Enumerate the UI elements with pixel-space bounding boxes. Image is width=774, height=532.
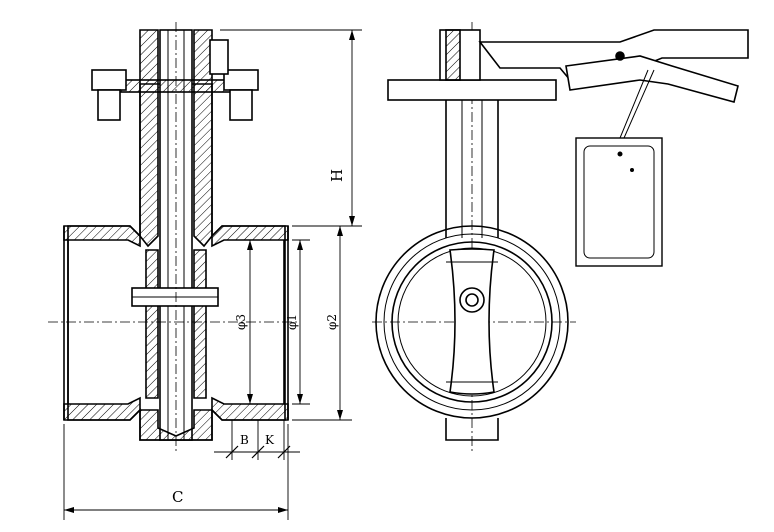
neck-left-wall xyxy=(139,29,159,248)
dim-label-b: B xyxy=(240,433,249,447)
body-top-wall xyxy=(63,225,141,248)
dimension-arrows xyxy=(64,30,355,513)
bolt-left-nut xyxy=(97,89,121,121)
tag-hole xyxy=(617,151,623,157)
dim-label-k: K xyxy=(265,433,275,447)
tag-plate xyxy=(575,137,663,267)
dimension-ticks xyxy=(225,445,291,459)
lever-pivot xyxy=(615,51,625,61)
tag-plate-inner xyxy=(583,145,655,259)
end-view-top-flange xyxy=(387,79,557,101)
disc-hub xyxy=(459,287,485,313)
tag-dot xyxy=(630,168,634,172)
body-outer-ring xyxy=(375,225,569,419)
disc-face xyxy=(449,248,495,395)
centerlines xyxy=(48,22,576,452)
dim-label-c: C xyxy=(172,488,183,506)
dim-label-phi3: φ3 xyxy=(234,314,248,330)
end-view-neck xyxy=(445,100,499,238)
dim-label-phi2: φ2 xyxy=(325,314,339,330)
bolt-right-nut xyxy=(229,89,253,121)
dim-label-phi1: φ1 xyxy=(285,314,299,330)
disc-hub-inner xyxy=(465,293,479,307)
body-seat-ring xyxy=(391,241,553,403)
body-bottom-wall xyxy=(63,396,141,421)
body-bore-ring xyxy=(397,247,547,397)
lever-trigger[interactable] xyxy=(565,55,739,103)
bolt-left xyxy=(91,69,127,91)
disc-section xyxy=(145,249,207,399)
tag-plate-outer xyxy=(575,137,663,267)
bolt-right xyxy=(223,69,259,91)
dim-label-h: H xyxy=(328,169,346,182)
end-view-bottom-lug xyxy=(445,418,499,441)
end-view-neck-lines xyxy=(461,100,483,238)
end-view xyxy=(375,29,749,441)
dimension-lines xyxy=(63,29,362,520)
tag-string xyxy=(619,69,655,139)
body-groove-ring xyxy=(383,233,561,411)
stem-key xyxy=(209,39,229,75)
end-view-shaft-hatch xyxy=(445,29,461,81)
